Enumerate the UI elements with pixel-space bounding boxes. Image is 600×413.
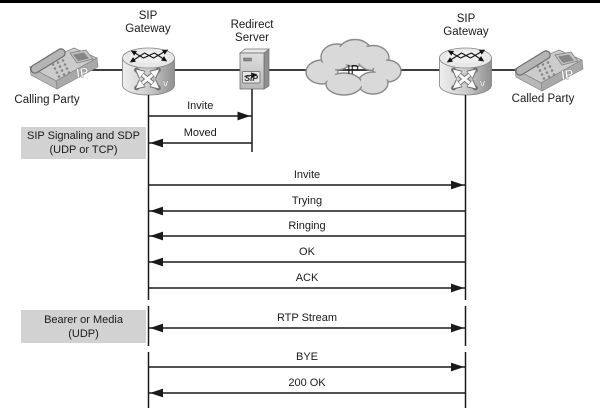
called-party-label: Called Party — [511, 93, 575, 105]
gateway-right-label-line2: Gateway — [443, 26, 489, 38]
message-label: 200 OK — [288, 377, 326, 389]
arrowhead-icon — [150, 323, 163, 333]
calling-party-label: Calling Party — [14, 94, 80, 106]
message-label: Ringing — [288, 220, 326, 232]
message-label: Moved — [183, 127, 217, 139]
gateway-left-router-icon — [123, 48, 175, 95]
gateway-left-label-line1: SIP — [138, 10, 158, 22]
gateway-right-label: SIP Gateway — [443, 13, 488, 39]
top-border — [0, 0, 600, 3]
gateway-right-label-line1: SIP — [456, 13, 476, 25]
phase-box-bearer-media: Bearer or Media (UDP) — [21, 310, 146, 343]
gateway-left-label-line2: Gateway — [125, 23, 171, 35]
lifelines — [147, 89, 467, 408]
redirect-server-label-line2: Server — [235, 32, 269, 44]
message-label: Invite — [293, 169, 321, 181]
server-icon: SIP — [239, 48, 270, 90]
phase-sip-signaling-line1: SIP Signaling and SDP — [27, 130, 140, 142]
arrowhead-icon — [451, 180, 464, 190]
called-party-phone-icon — [515, 50, 583, 91]
message-label: Invite — [187, 100, 214, 112]
arrowhead-icon — [451, 323, 464, 333]
arrowhead-icon — [150, 138, 163, 148]
arrowhead-icon — [150, 231, 163, 241]
phase-box-sip-signaling: SIP Signaling and SDP (UDP or TCP) — [21, 127, 146, 159]
message-label: OK — [299, 246, 315, 258]
message-label: Trying — [291, 195, 323, 207]
message-label: BYE — [295, 351, 319, 363]
message-label: RTP Stream — [276, 312, 338, 324]
arrowhead-icon — [150, 257, 163, 267]
server-slot — [243, 57, 252, 62]
cloud-icon: IP — [305, 38, 402, 96]
arrowhead-icon — [150, 388, 163, 398]
gateway-left-label: SIP Gateway — [125, 10, 170, 36]
arrowhead-icon — [150, 206, 163, 216]
redirect-server-label-line1: Redirect — [230, 19, 274, 31]
arrowhead-icon — [451, 283, 464, 293]
sip-logo: SIP — [242, 71, 261, 84]
message-arrows — [148, 111, 466, 398]
cloud-label: IP — [347, 63, 359, 77]
message-label: ACK — [295, 272, 319, 284]
phase-sip-signaling-line2: (UDP or TCP) — [49, 144, 118, 156]
phase-bearer-media-line1: Bearer or Media — [44, 313, 123, 326]
gateway-right-router-icon — [440, 48, 492, 95]
redirect-server-label: Redirect Server — [231, 19, 274, 45]
phase-bearer-media-line2: (UDP) — [68, 327, 99, 340]
calling-party-phone-icon — [30, 48, 98, 89]
arrowhead-icon — [451, 362, 464, 372]
arrowhead-icon — [237, 111, 251, 121]
